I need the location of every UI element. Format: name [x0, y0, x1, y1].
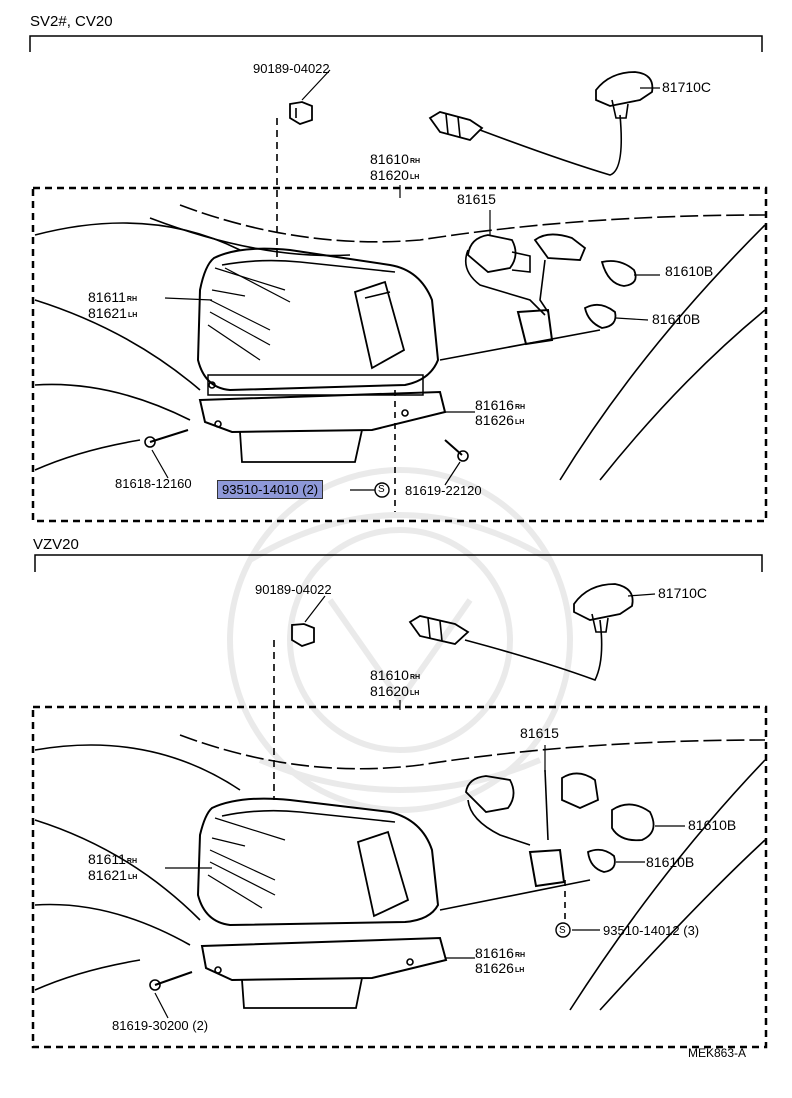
label-screw-left: 81618-12160 [115, 476, 192, 491]
gasket [198, 390, 447, 434]
label-lamp-assy-1-b: 81610RH [370, 667, 421, 683]
label-screw-left-2: 81619-30200 (2) [112, 1018, 209, 1033]
section-2-frame [31, 705, 768, 1049]
clip [289, 101, 313, 125]
footer-code: MEK863-A [688, 1046, 747, 1060]
section-1-header: SV2#, CV20 [30, 13, 113, 30]
screw-left [144, 429, 189, 448]
s-mark-2: S [559, 925, 566, 936]
bulb-b [583, 303, 617, 329]
bulb-socket [467, 234, 517, 273]
bulb-b [587, 848, 616, 873]
label-bulb-b-2: 81610B [646, 854, 695, 870]
label-lamp-assy-2-b: 81620LH [370, 683, 420, 699]
label-lens-1: 81611RH [88, 289, 138, 305]
section-1-diagram [29, 35, 768, 523]
screw-left [149, 971, 193, 991]
lamp-lens [196, 247, 440, 392]
socket-wire [479, 114, 623, 176]
label-bulb-b: 81610B [652, 311, 701, 327]
label-lamp-assy-2: 81620LH [370, 167, 420, 183]
label-socket-wire-2: 81710C [658, 585, 708, 601]
section-2-diagram [31, 554, 768, 1049]
label-gasket-1: 81616RH [475, 397, 526, 413]
label-lens-2: 81621LH [88, 305, 138, 321]
label-gasket-1-b: 81616RH [475, 945, 526, 961]
label-clip-2: 90189-04022 [255, 582, 332, 597]
label-socket-2: 81615 [520, 725, 559, 741]
bulb-a [600, 260, 637, 287]
label-clip: 90189-04022 [253, 61, 330, 76]
label-lens-1-b: 81611RH [88, 851, 138, 867]
label-screw-right: 81619-22120 [405, 483, 482, 498]
gasket [200, 936, 448, 982]
section-2-bracket [34, 554, 763, 572]
screw-right [444, 439, 469, 462]
label-socket-wire: 81710C [662, 79, 712, 95]
clip [291, 623, 315, 647]
label-bulb-a-2: 81610B [688, 817, 737, 833]
s-mark-1: S [378, 484, 385, 495]
label-socket: 81615 [457, 191, 496, 207]
bulb-a [611, 803, 655, 842]
lamp-lens [196, 797, 440, 927]
highlighted-part-number[interactable]: 93510-14010 (2) [217, 480, 324, 499]
label-highlight[interactable]: 93510-14010 (2) [217, 480, 324, 499]
label-lamp-assy-1: 81610RH [370, 151, 421, 167]
bulb-socket [465, 775, 515, 813]
label-gasket-2: 81626LH [475, 412, 525, 428]
label-lens-2-b: 81621LH [88, 867, 138, 883]
section-1-bracket [29, 35, 763, 52]
socket-wire [464, 619, 603, 681]
label-bulb-a: 81610B [665, 263, 714, 279]
label-screw-right-2: 93510-14012 (3) [603, 923, 700, 938]
label-gasket-2-b: 81626LH [475, 960, 525, 976]
section-2-header: VZV20 [33, 536, 79, 553]
